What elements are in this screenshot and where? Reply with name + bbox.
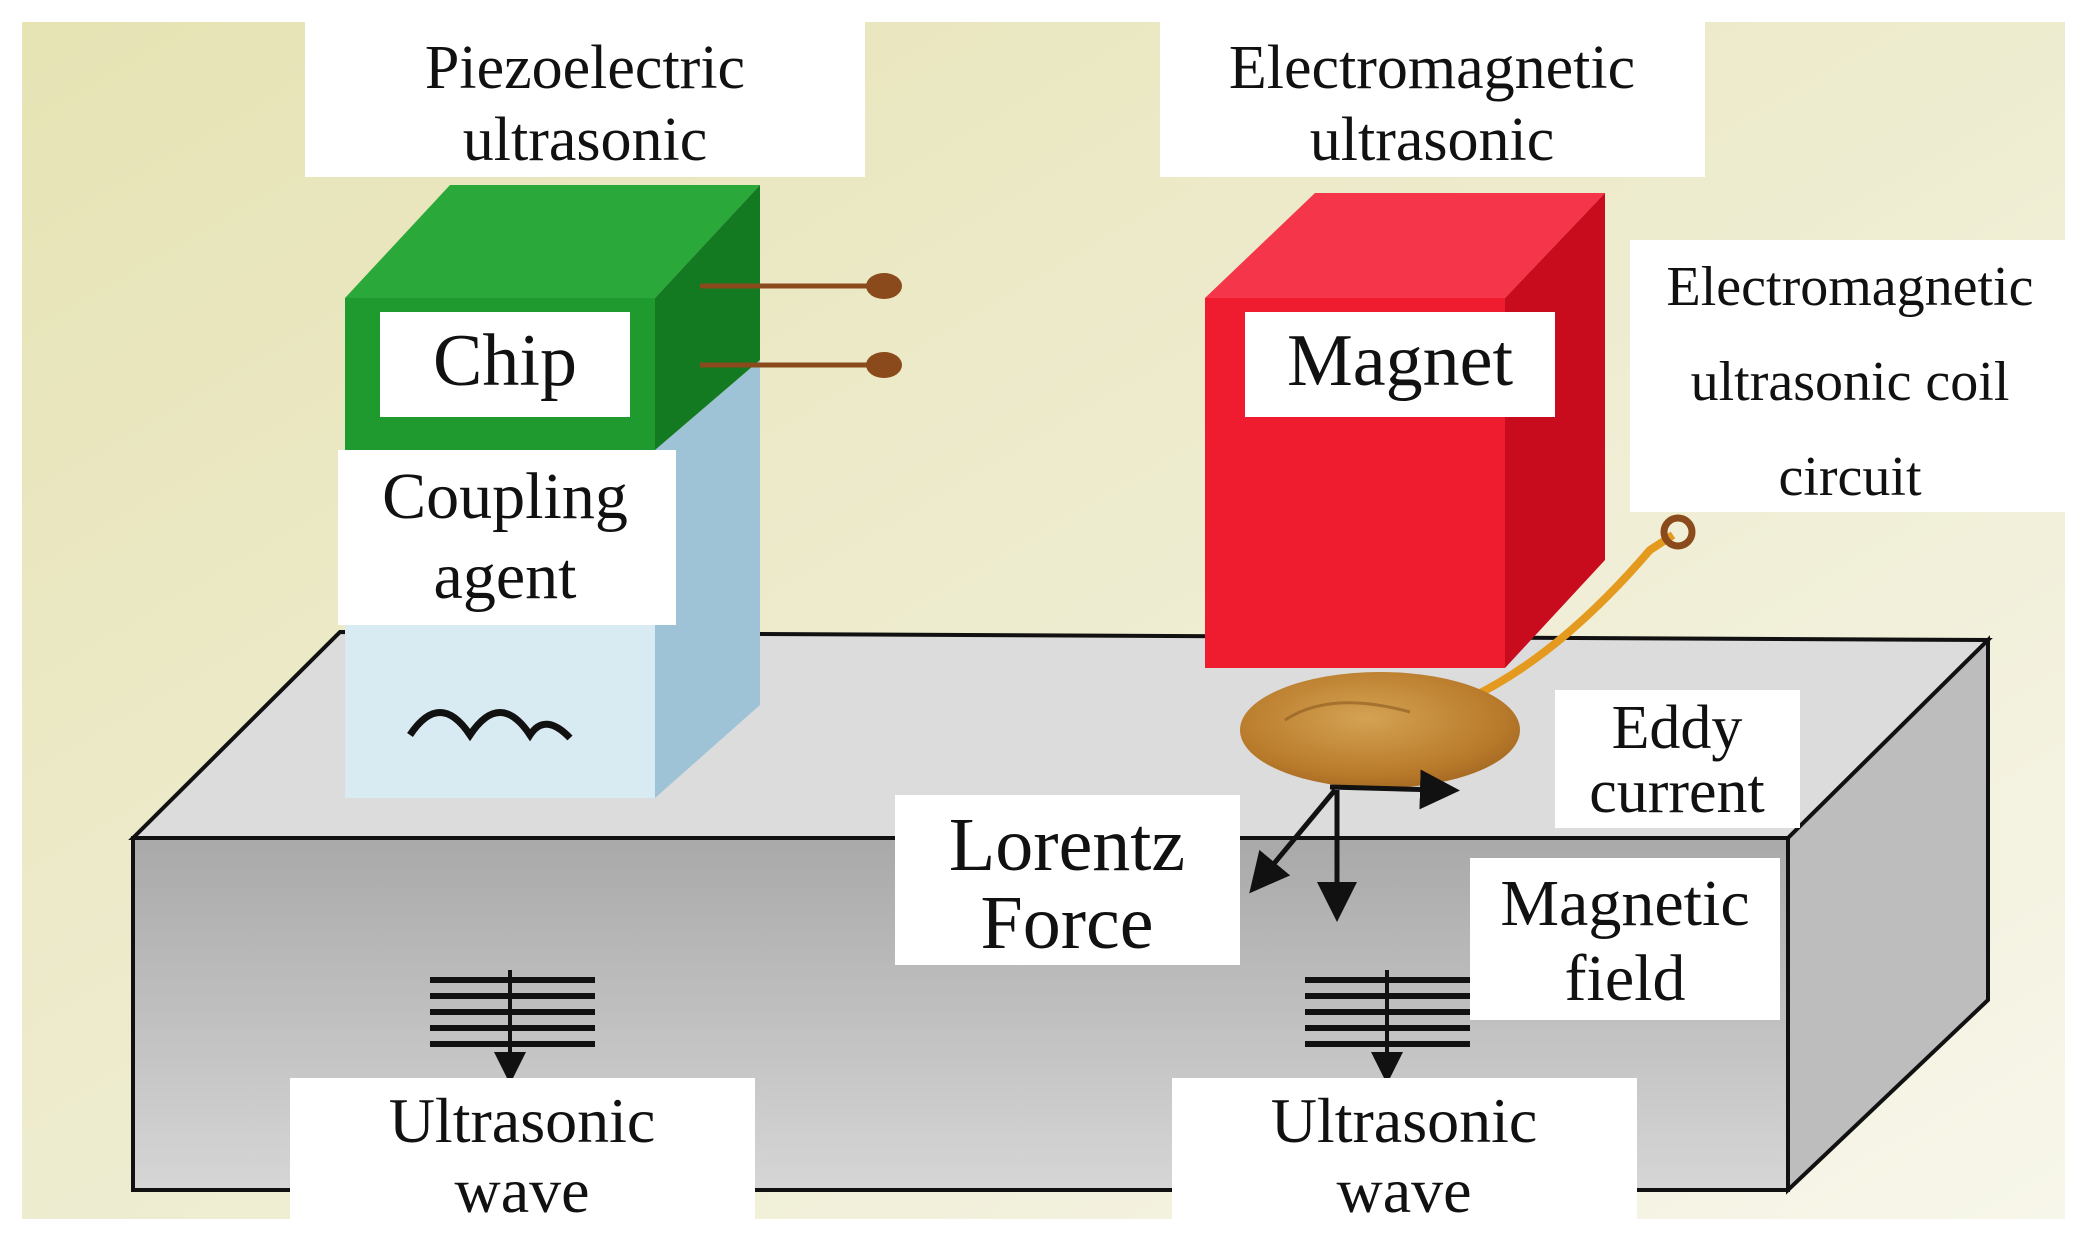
wave-lines-left [430, 970, 595, 1084]
eddy-current-arrow [1329, 769, 1460, 810]
label-piezoelectric-ultrasonic: Piezoelectric ultrasonic [305, 22, 865, 177]
coil-circuit-line-1: Electromagnetic [1667, 256, 2034, 318]
label-chip: Chip [380, 312, 630, 417]
label-magnet: Magnet [1245, 312, 1555, 417]
label-eddy-current: Eddy current [1555, 690, 1800, 828]
piezo-title-line-1: Piezoelectric [425, 34, 745, 102]
label-lorentz-force: Lorentz Force [895, 795, 1240, 965]
coil-circuit-line-3: circuit [1778, 446, 1921, 508]
label-electromagnetic-ultrasonic: Electromagnetic ultrasonic [1160, 22, 1705, 177]
lead-terminal-1 [866, 273, 902, 299]
eddy-current-line-2: current [1589, 758, 1765, 826]
wave-right-line-1: Ultrasonic [1271, 1085, 1538, 1156]
eddy-current-line-1: Eddy [1612, 694, 1743, 762]
magnetic-field-line-2: field [1565, 942, 1686, 1015]
magnet-top-face [1205, 193, 1605, 298]
wave-left-line-2: wave [454, 1155, 589, 1226]
em-title-line-1: Electromagnetic [1229, 34, 1635, 102]
coil-winding-line [1284, 701, 1411, 722]
lorentz-force-line-2: Force [980, 881, 1153, 965]
chip-label: Chip [433, 320, 577, 402]
chip-top-face [345, 185, 760, 298]
magnetic-field-line-1: Magnetic [1500, 867, 1749, 940]
label-magnetic-field: Magnetic field [1470, 858, 1780, 1020]
magnet-side-face [1505, 193, 1605, 668]
slab-side-face [1786, 635, 1990, 1195]
coupling-agent-line-1: Coupling [382, 460, 628, 533]
label-ultrasonic-wave-left: Ultrasonic wave [290, 1078, 755, 1230]
coupling-agent-line-2: agent [434, 540, 577, 613]
label-coil-circuit: Electromagnetic ultrasonic coil circuit [1630, 240, 2070, 512]
wave-symbol [407, 709, 573, 742]
label-ultrasonic-wave-right: Ultrasonic wave [1172, 1078, 1637, 1230]
lorentz-force-line-1: Lorentz [949, 803, 1185, 887]
wave-right-line-2: wave [1336, 1155, 1471, 1226]
piezo-title-line-2: ultrasonic [463, 106, 708, 174]
emat-coil [1240, 672, 1520, 788]
lead-terminal-2 [866, 352, 902, 378]
em-title-line-2: ultrasonic [1310, 106, 1555, 174]
chip-side-face [655, 185, 760, 450]
label-coupling-agent: Coupling agent [338, 450, 676, 625]
wave-left-line-1: Ultrasonic [389, 1085, 656, 1156]
lorentz-force-arrow [1249, 788, 1337, 894]
coil-lead-terminal [1660, 514, 1696, 550]
coupling-agent-side [655, 360, 760, 798]
wave-lines-right [1305, 970, 1470, 1084]
coil-circuit-line-2: ultrasonic coil [1691, 351, 2010, 413]
magnet-label: Magnet [1287, 320, 1513, 402]
